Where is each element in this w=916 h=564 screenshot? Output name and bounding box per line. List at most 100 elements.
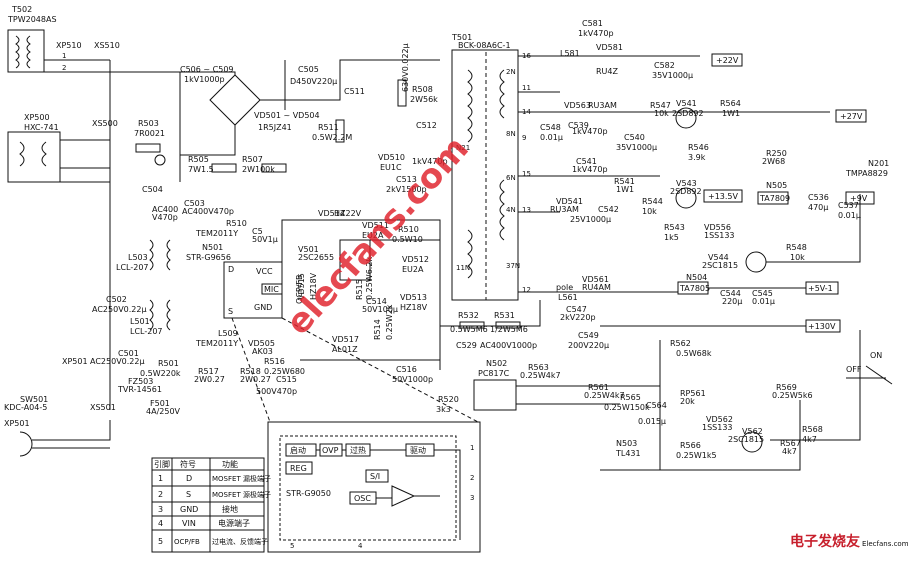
plug-icon — [19, 431, 33, 457]
r561-val: 0.25W4k7 — [584, 391, 625, 400]
c512-val: 1kV470p — [412, 157, 448, 166]
r516-label: R516 — [264, 357, 285, 366]
v544-wire — [766, 194, 861, 263]
elecfans-logo-cn: 电子发烧友 — [790, 533, 860, 550]
c529-label: C529 — [456, 341, 477, 350]
c581-label: C581 — [582, 19, 603, 28]
table-row-3-pin: 3 — [158, 505, 163, 514]
r547-val: 10k — [654, 109, 669, 118]
c513-label: C513 — [396, 175, 417, 184]
vd501-val: 1R5JZ41 — [258, 123, 292, 132]
winding-11n: 11N — [456, 264, 470, 272]
r520-label: R520 — [438, 395, 459, 404]
p9v-label: +9V — [850, 194, 868, 203]
v562-val: 2SC1815 — [728, 435, 764, 444]
xp500-label: XP500 — [24, 113, 50, 122]
c582-label: C582 — [654, 61, 675, 70]
r546-label: R546 — [688, 143, 709, 152]
r516-val: 0.25W680 — [264, 367, 305, 376]
r508-resistor — [397, 79, 407, 107]
xs500-label: XS500 — [92, 119, 118, 128]
n201-val: TMPA8829 — [845, 169, 888, 178]
r562-val: 0.5W68k — [676, 349, 712, 358]
l501-label: L501 — [130, 317, 150, 326]
r541-val: 1W1 — [616, 185, 634, 194]
r563-val: 0.25W4k7 — [520, 371, 561, 380]
on-label: ON — [870, 351, 882, 360]
r567-label: R567 — [780, 439, 801, 448]
table-row-3-fn: 接地 — [222, 504, 238, 514]
vd511-val: EU2A — [362, 231, 384, 240]
n505-label: N505 — [766, 181, 787, 190]
xp500-transformer — [7, 131, 61, 183]
inset-sw-label: S/I — [370, 472, 380, 481]
v543-transistor — [675, 187, 697, 209]
fz503-val: TVR-14561 — [117, 385, 162, 394]
vd511-label: VD511 — [362, 221, 389, 230]
n503-val: TL431 — [615, 449, 641, 458]
c545-label: C545 — [752, 289, 773, 298]
r548-label: R548 — [786, 243, 807, 252]
xs501-label: XS501 — [90, 403, 116, 412]
l501-val: LCL-207 — [130, 327, 163, 336]
c529-wire — [440, 300, 541, 327]
inset-qudong-label: 驱动 — [410, 445, 426, 455]
c564-label: C564 — [646, 401, 667, 410]
n501-val: STR-G9656 — [186, 253, 231, 262]
c515-label: C515 — [276, 375, 297, 384]
r517-val: 2W0.27 — [194, 375, 225, 384]
vd512-label: VD512 — [402, 255, 429, 264]
r505-label: R505 — [188, 155, 209, 164]
t501-primary-2 — [467, 229, 473, 279]
n501-label: N501 — [202, 243, 223, 252]
vd541-val: RU3AM — [550, 205, 579, 214]
vd562-val: 1SS133 — [702, 423, 733, 432]
l501-coils — [149, 299, 171, 331]
v544-label: V544 — [708, 253, 729, 262]
c549-label: C549 — [578, 331, 599, 340]
ic-pin-d: D — [228, 265, 234, 274]
inset-qd-label: 启动 — [290, 445, 306, 455]
r564-val: 1W1 — [722, 109, 740, 118]
c540-val: 35V1000μ — [616, 143, 657, 152]
vd563-label: VD563 — [564, 101, 591, 110]
v541-val: 2SD892 — [672, 109, 704, 118]
c503-label: C503 — [184, 199, 205, 208]
c548-label: C548 — [540, 123, 561, 132]
vd517-label: VD517 — [332, 335, 359, 344]
t501-sec-1 — [499, 69, 505, 119]
c502-val: AC250V0.22μ — [92, 305, 147, 314]
r250-label: R250 — [766, 149, 787, 158]
r505-resistor — [211, 163, 237, 173]
t501-val: BCK-08A6C-1 — [458, 41, 511, 50]
inset-pin-1: 1 — [470, 444, 474, 452]
table-row-4-fn: 电源端子 — [218, 518, 250, 528]
r517-label: R517 — [198, 367, 219, 376]
xp500-leads — [60, 139, 110, 183]
c540-label: C540 — [624, 133, 645, 142]
c547-val: 2kV220p — [560, 313, 596, 322]
r515-label: R515 — [355, 279, 364, 300]
ic-pin-s: S — [228, 307, 233, 316]
inset-sw-box — [365, 469, 389, 483]
r510-val: TEM2011Y — [195, 229, 238, 238]
c514-label: C514 — [366, 297, 387, 306]
vd513-label: VD513 — [400, 293, 427, 302]
table-row-5-fn: 过电流、反馈端子 — [212, 537, 268, 546]
inset-pin-5: 5 — [290, 542, 294, 550]
table-row-3-sym: GND — [180, 505, 198, 514]
table-head-function: 功能 — [222, 459, 238, 469]
inset-pin-4: 4 — [358, 542, 363, 550]
inset-callout-2 — [281, 317, 479, 423]
t501-transformer — [451, 49, 519, 301]
vd505-val: AK03 — [252, 347, 273, 356]
p22v-port — [711, 53, 743, 67]
t502-model-label: TPW2048AS — [7, 15, 57, 24]
r544-label: R544 — [642, 197, 663, 206]
pin-2-label: 2 — [62, 64, 66, 72]
l509-label: L509 — [218, 329, 238, 338]
c547-label: C547 — [566, 305, 587, 314]
vd581-val: RU4Z — [596, 67, 619, 76]
vd515-val: HZ18V — [309, 272, 318, 300]
table-row-4-sym: VIN — [182, 519, 196, 528]
